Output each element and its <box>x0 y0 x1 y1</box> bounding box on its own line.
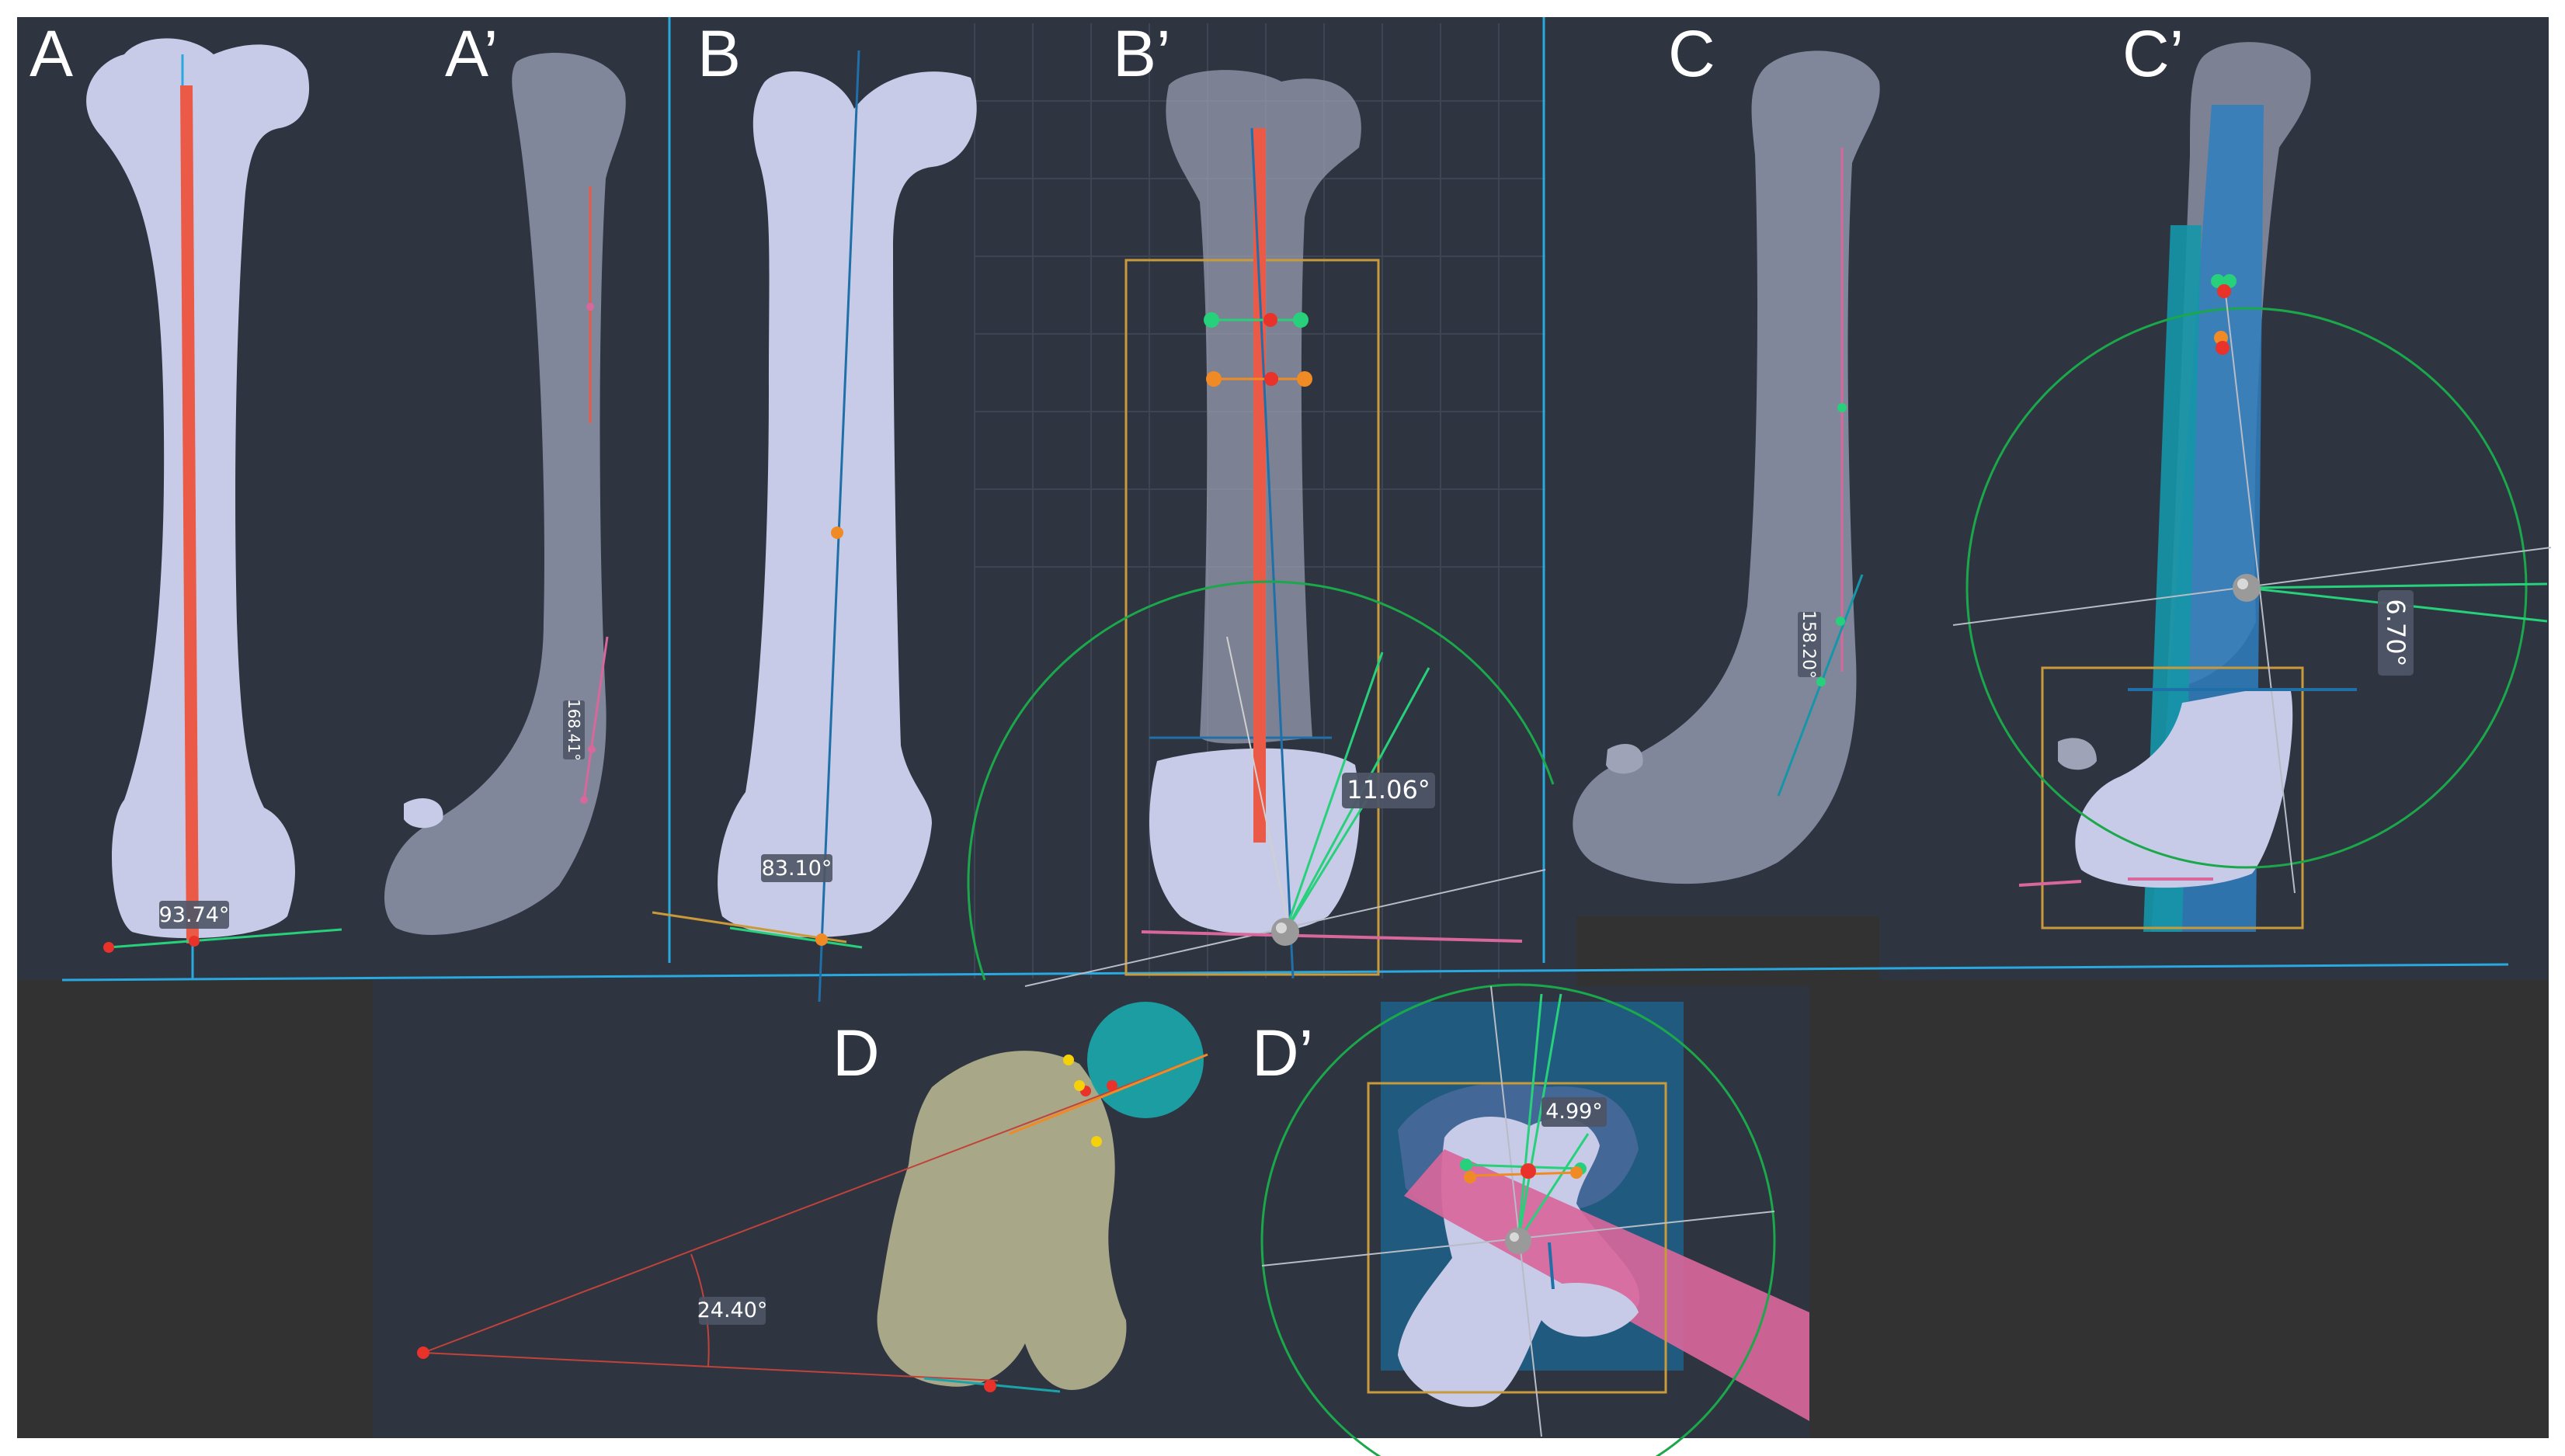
angle-label-D: 24.40° <box>697 1298 768 1322</box>
pivot-sphere-icon[interactable] <box>1271 918 1299 946</box>
landmark-green[interactable] <box>2211 274 2225 288</box>
landmark-red[interactable] <box>1263 313 1277 327</box>
pivot-sphere-icon[interactable] <box>1505 1228 1531 1254</box>
landmark-red[interactable] <box>2216 341 2230 355</box>
rotation-gizmo-icon[interactable] <box>1260 983 1776 1456</box>
viewport-gap <box>1576 916 1879 986</box>
landmark-orange[interactable] <box>1570 1166 1583 1179</box>
frame-lines <box>61 17 2509 982</box>
femur-B[interactable] <box>718 71 977 938</box>
landmark-red[interactable] <box>103 942 114 953</box>
panel-A[interactable]: 93.74° A <box>30 17 342 980</box>
joint-line-A <box>108 928 342 949</box>
panel-label-D: D <box>832 1016 880 1089</box>
landmark-red[interactable] <box>189 936 200 947</box>
panel-B-prime[interactable]: 11.06° B’ <box>967 17 1555 987</box>
plane-pink-D-prime[interactable] <box>1404 1149 1809 1421</box>
panel-B[interactable]: 83.10° B <box>652 17 977 1003</box>
panel-label-A-prime: A’ <box>445 17 498 90</box>
panel-label-A: A <box>30 17 73 90</box>
bounding-box-D-prime <box>1367 1082 1667 1394</box>
panel-D-prime[interactable]: 4.99° D’ <box>1252 983 1809 1456</box>
angle-badge-D-prime <box>1541 1097 1607 1127</box>
landmark-red[interactable] <box>1521 1163 1536 1179</box>
mechanical-axis-A <box>180 85 199 944</box>
landmark-orange[interactable] <box>831 526 843 539</box>
pivot-sphere-icon[interactable] <box>2233 574 2261 602</box>
landmark-red[interactable] <box>1264 372 1278 386</box>
landmark-orange[interactable] <box>815 933 828 946</box>
panel-C[interactable]: 158.20° C <box>1573 17 1880 884</box>
panel-label-D-prime: D’ <box>1252 1016 1313 1089</box>
angle-label-B: 83.10° <box>762 857 832 881</box>
angle-label-B-prime: 11.06° <box>1347 775 1430 804</box>
bounding-box-C-prime <box>2041 666 2304 930</box>
angle-badge-B <box>761 854 832 882</box>
angle-label-A-prime: 168.41° <box>565 699 583 761</box>
panel-C-prime[interactable]: 6.70° C’ <box>1952 17 2552 932</box>
angle-label-C: 158.20° <box>1799 610 1818 679</box>
panel-A-prime[interactable]: 168.41° A’ <box>384 17 626 935</box>
angle-badge-B-prime <box>1342 773 1435 808</box>
landmark-green[interactable] <box>1460 1159 1472 1171</box>
panel-label-B: B <box>697 17 741 90</box>
panel-D[interactable]: 24.40° D <box>417 1002 1208 1393</box>
landmark-green[interactable] <box>1293 312 1309 328</box>
landmark-green[interactable] <box>1204 312 1219 328</box>
mechanical-axis-B <box>818 50 860 1003</box>
landmark-orange[interactable] <box>1297 371 1312 387</box>
angle-badge-D <box>699 1297 766 1325</box>
angle-label-D-prime: 4.99° <box>1545 1100 1603 1124</box>
rotation-gizmo-icon[interactable] <box>967 580 1555 981</box>
femoral-head-sphere[interactable] <box>1087 1002 1204 1118</box>
landmark-orange[interactable] <box>1206 371 1222 387</box>
landmark-red[interactable] <box>2217 284 2231 298</box>
angle-label-C-prime: 6.70° <box>2381 599 2410 666</box>
landmark-orange[interactable] <box>1464 1171 1476 1183</box>
distal-femur-D[interactable] <box>877 1051 1127 1390</box>
panel-label-B-prime: B’ <box>1113 17 1171 90</box>
rotation-gizmo-icon[interactable] <box>1965 307 2528 869</box>
distal-femur-C-prime[interactable] <box>2075 688 2293 888</box>
angle-label-A: 93.74° <box>159 903 230 927</box>
angle-badge-A <box>159 901 229 929</box>
femur-A[interactable] <box>86 38 310 939</box>
panel-label-C-prime: C’ <box>2122 17 2184 90</box>
panel-label-C: C <box>1668 17 1715 90</box>
